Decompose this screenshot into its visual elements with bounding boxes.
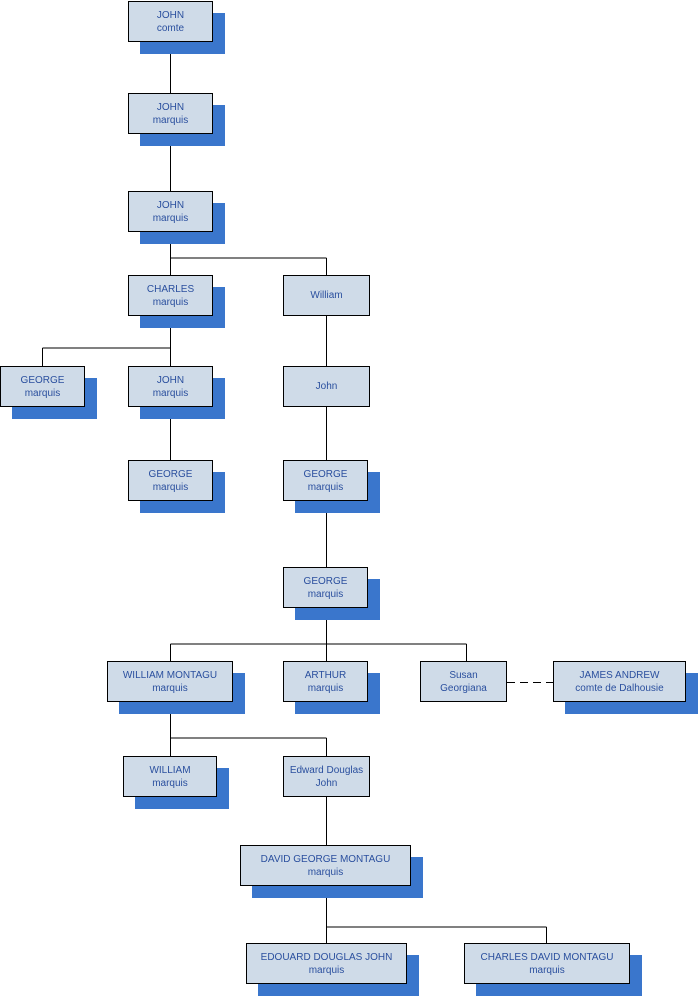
person-title: marquis bbox=[152, 114, 189, 126]
person-title: marquis bbox=[152, 212, 189, 224]
person-title: marquis bbox=[152, 682, 188, 694]
person-name: Edward Douglas bbox=[289, 764, 364, 776]
person-title: marquis bbox=[24, 387, 61, 399]
person-box: John bbox=[283, 366, 370, 407]
person-name: ARTHUR bbox=[304, 669, 347, 681]
person-name: John bbox=[315, 381, 338, 392]
person-title: marquis bbox=[307, 481, 344, 493]
person-name: Susan bbox=[449, 669, 478, 681]
person-title: marquis bbox=[152, 777, 188, 789]
person-name: JOHN bbox=[156, 9, 185, 21]
person-title: marquis bbox=[529, 964, 565, 976]
person-title: marquis bbox=[152, 296, 189, 308]
person-name: JAMES ANDREW bbox=[579, 669, 660, 681]
person-name: EDOUARD DOUGLAS JOHN bbox=[260, 951, 393, 963]
person-name: DAVID GEORGE MONTAGU bbox=[260, 853, 391, 865]
person-node: John bbox=[283, 366, 370, 407]
person-title: John bbox=[315, 777, 338, 789]
person-name: GEORGE bbox=[303, 468, 348, 480]
person-name: William bbox=[310, 290, 343, 301]
person-name: CHARLES DAVID MONTAGU bbox=[480, 951, 614, 963]
person-name: CHARLES bbox=[146, 283, 195, 295]
person-name: JOHN bbox=[156, 101, 185, 113]
person-title: marquis bbox=[307, 682, 344, 694]
person-title: marquis bbox=[308, 964, 345, 976]
person-title: marquis bbox=[152, 481, 189, 493]
person-name: WILLIAM bbox=[149, 764, 191, 776]
person-title: marquis bbox=[152, 387, 189, 399]
person-name: GEORGE bbox=[148, 468, 193, 480]
person-title: marquis bbox=[307, 866, 344, 878]
person-name: JOHN bbox=[156, 374, 185, 386]
person-title: Georgiana bbox=[440, 682, 487, 694]
person-box: William bbox=[283, 275, 370, 316]
person-title: comte bbox=[156, 22, 185, 34]
person-name: JOHN bbox=[156, 199, 185, 211]
person-name: GEORGE bbox=[303, 575, 348, 587]
person-name: GEORGE bbox=[20, 374, 65, 386]
person-name: WILLIAM MONTAGU bbox=[122, 669, 218, 681]
person-title: marquis bbox=[307, 588, 344, 600]
person-node: William bbox=[283, 275, 370, 316]
person-title: comte de Dalhousie bbox=[575, 682, 664, 694]
